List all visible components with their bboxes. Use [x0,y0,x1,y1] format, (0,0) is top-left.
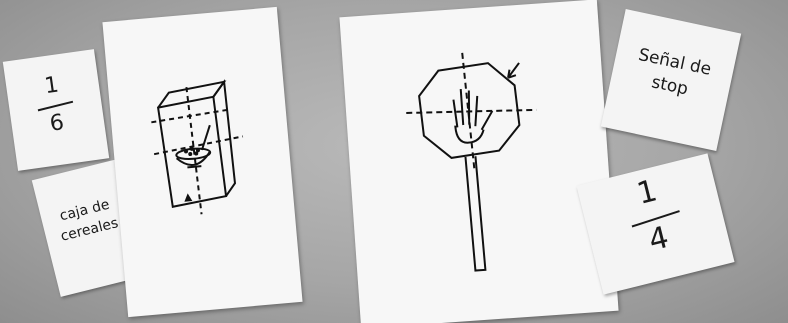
fraction-sixth-card: 1 6 [3,49,109,171]
stop-sign-drawing [339,0,618,323]
fraction-quarter-denominator: 4 [640,219,678,260]
cereal-box-drawing [102,7,302,317]
fraction-sixth-numerator: 1 [35,71,68,100]
stop-label-text: Señal de stop [623,41,721,107]
stop-sign-paper [339,0,618,323]
cereal-box-paper [102,7,302,317]
fraction-quarter-numerator: 1 [628,172,666,213]
stop-label-card: Señal de stop [601,9,741,151]
cereal-label-text: caja de cereales [45,192,128,249]
fraction-sixth-denominator: 6 [40,109,73,138]
